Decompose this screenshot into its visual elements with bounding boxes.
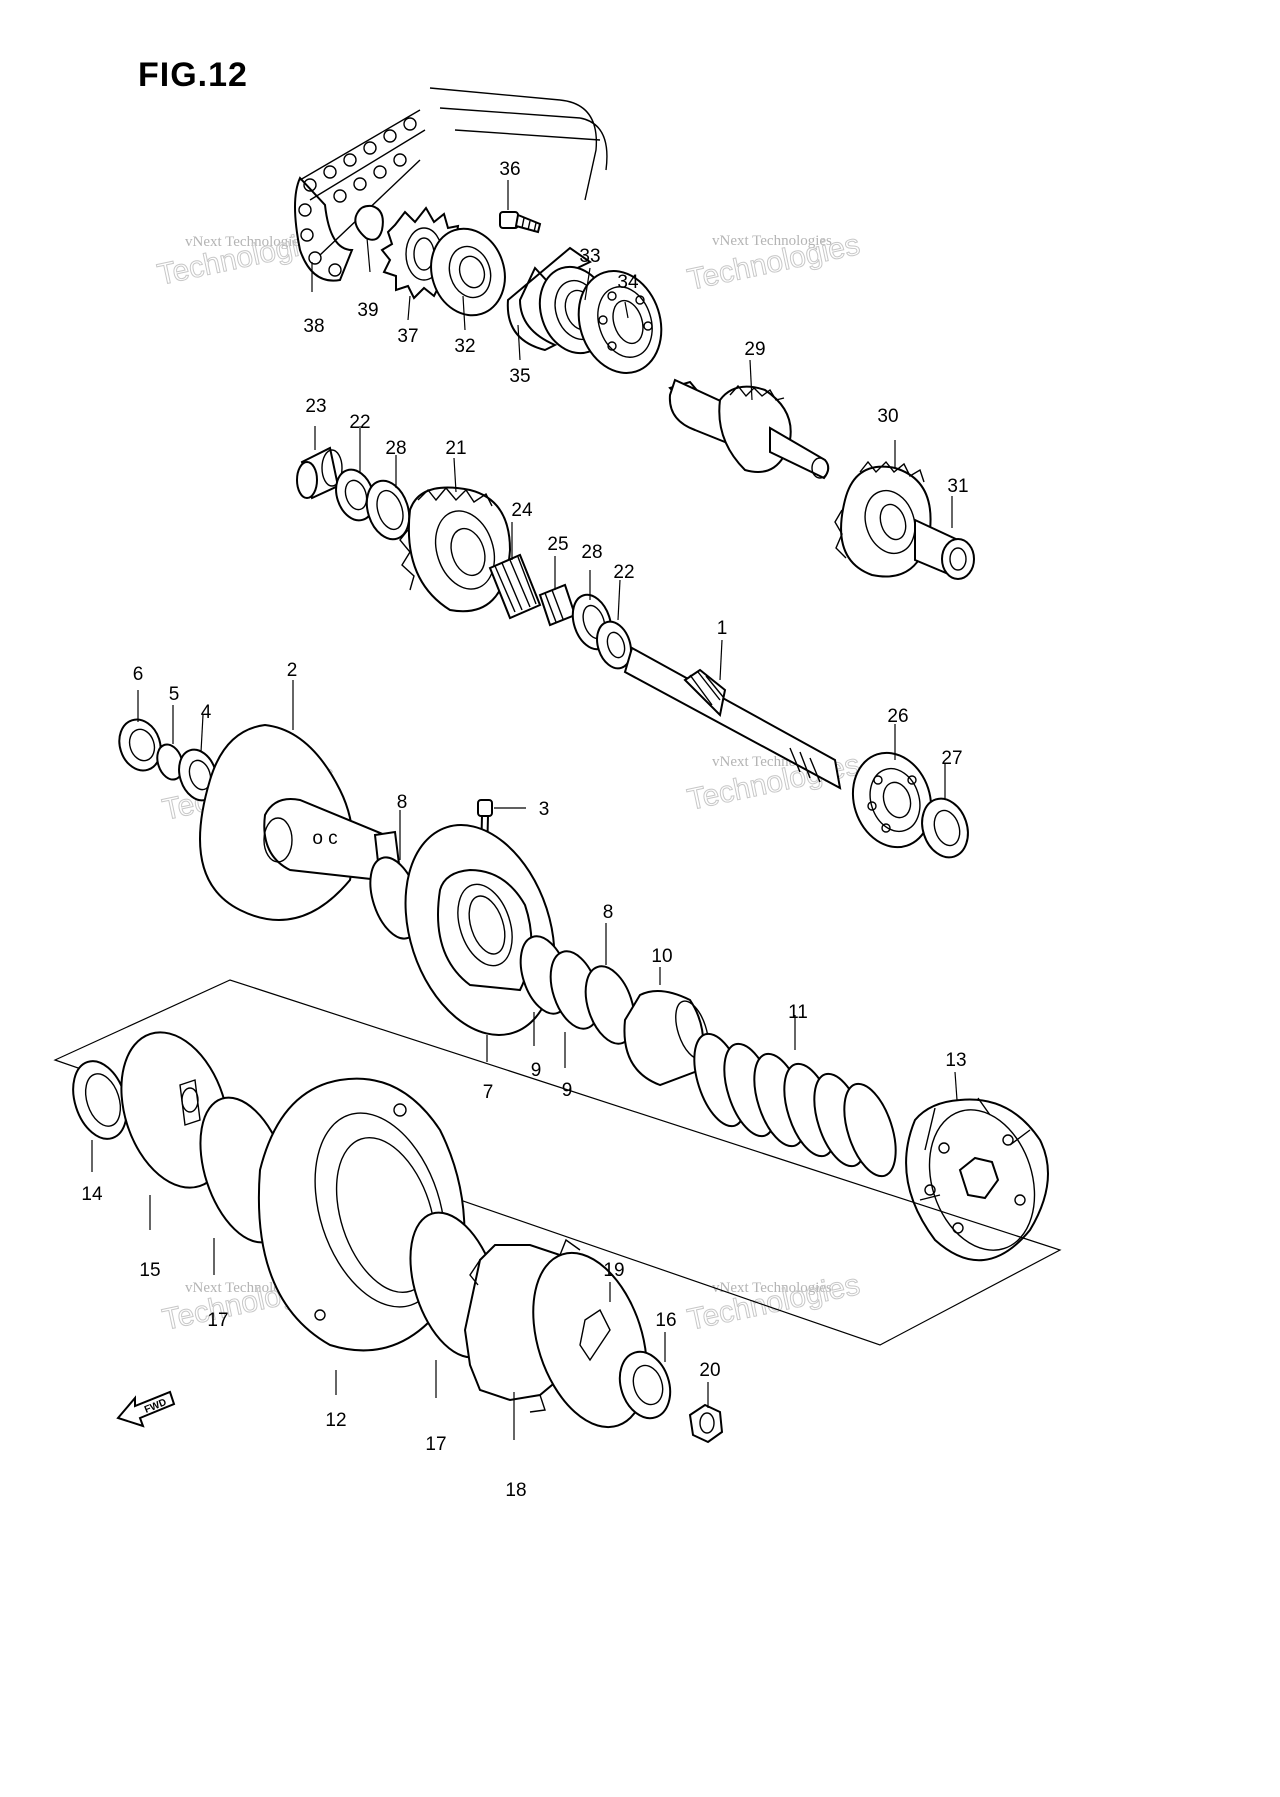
part-34-bearing: [577, 270, 663, 374]
callout-23: 23: [305, 396, 326, 417]
callout-8-b: 8: [603, 902, 614, 923]
callout-9: 9: [531, 1060, 542, 1081]
part-21-gear: [399, 486, 512, 613]
callout-32: 32: [454, 336, 475, 357]
callout-17: 17: [207, 1310, 228, 1331]
watermark-text: vNext Technologies: [712, 1280, 832, 1296]
callout-3: 3: [539, 799, 550, 820]
leader-lines: [91, 180, 958, 1440]
part-11-clutch-spring: [693, 1032, 897, 1178]
watermark-text: vNext Technologies: [185, 234, 305, 250]
callout-11: 11: [788, 1002, 808, 1023]
fwd-label: FWD: [143, 1397, 168, 1416]
callout-34: 34: [617, 272, 639, 293]
part-28-bearing: [365, 479, 411, 541]
part-22-washer-b: [596, 620, 632, 670]
callout-31: 31: [947, 476, 968, 497]
callout-37: 37: [397, 326, 418, 347]
callout-14: 14: [81, 1184, 103, 1205]
part-2-mark: o c: [312, 828, 337, 849]
callout-6: 6: [133, 664, 144, 685]
part-23-needle-bearing: [296, 446, 343, 500]
part-29-output-shaft: [668, 378, 830, 480]
callout-28: 28: [385, 438, 406, 459]
callout-24: 24: [511, 500, 533, 521]
callout-35: 35: [509, 366, 530, 387]
callout-25: 25: [547, 534, 568, 555]
assembly-outline: [53, 979, 1062, 1346]
callout-5: 5: [169, 684, 180, 705]
part-25-spacer: [538, 583, 577, 627]
part-16-nut: [618, 1350, 672, 1420]
part-32-seal: [430, 227, 506, 317]
part-26-bearing: [851, 751, 933, 849]
callout-4: 4: [201, 702, 212, 723]
part-13-clutch-shoe: [905, 1097, 1049, 1262]
callout-8: 8: [397, 792, 408, 813]
figure-title: FIG.12: [138, 56, 248, 94]
callout-29: 29: [744, 339, 765, 360]
callout-9-b: 9: [562, 1080, 573, 1101]
watermark-text: vNext Technologies: [712, 233, 832, 249]
part-8-o-ring-b: [584, 965, 636, 1045]
part-31-collar: [914, 518, 975, 580]
callout-22: 22: [349, 412, 370, 433]
part-24-needle-bearing: [488, 553, 542, 620]
part-39-circlip: [354, 204, 384, 241]
part-36-bolt: [499, 211, 542, 234]
callout-30: 30: [877, 406, 898, 427]
callout-7: 7: [483, 1082, 494, 1103]
callout-17-b: 17: [425, 1434, 446, 1455]
part-1-driven-shaft: [623, 646, 842, 790]
callout-28-b: 28: [581, 542, 602, 563]
part-27-oil-seal: [921, 797, 969, 859]
part-7-primary-sheave: [404, 824, 556, 1036]
callout-13: 13: [945, 1050, 966, 1071]
callout-15: 15: [139, 1260, 160, 1281]
callout-26: 26: [887, 706, 908, 727]
callout-19: 19: [603, 1260, 624, 1281]
part-6-oil-seal: [118, 718, 162, 772]
callout-33: 33: [579, 246, 600, 267]
callout-39: 39: [357, 300, 378, 321]
callout-27: 27: [941, 748, 962, 769]
callout-21: 21: [445, 438, 466, 459]
callout-20: 20: [699, 1360, 720, 1381]
callout-1: 1: [717, 618, 728, 639]
callout-16: 16: [655, 1310, 676, 1331]
callout-labels: 36 33 34 29 35 32 37 39 38 23 22 28 21 2…: [81, 159, 968, 1501]
callout-10: 10: [651, 946, 672, 967]
callout-2: 2: [287, 660, 298, 681]
part-20-nut: [688, 1403, 724, 1444]
callout-12: 12: [325, 1410, 346, 1431]
watermark-text: Technologies: [685, 1268, 863, 1337]
part-30-gear: [834, 460, 932, 578]
callout-22-b: 22: [613, 562, 634, 583]
fwd-arrow-icon: FWD: [116, 1390, 176, 1428]
callout-18: 18: [505, 1480, 526, 1501]
part-35-lock-plate: [506, 246, 592, 352]
part-19-plate: [532, 1251, 648, 1429]
callout-36: 36: [499, 159, 520, 180]
callout-38: 38: [303, 316, 324, 337]
